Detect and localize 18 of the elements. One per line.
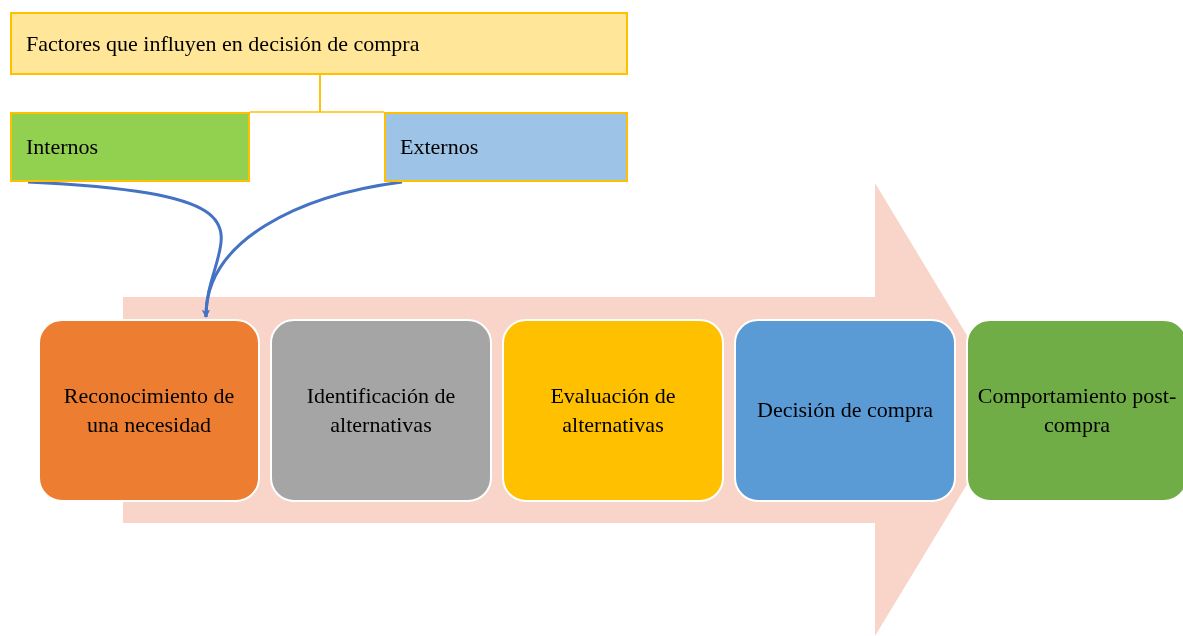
- step-label: Evaluación de alternativas: [549, 381, 677, 439]
- step-label: Comportamiento post-compra: [976, 381, 1178, 439]
- step-label: Decisión de compra: [757, 396, 933, 425]
- category-box: [10, 112, 250, 182]
- connector-line: [319, 74, 385, 113]
- process-step-box: [38, 319, 260, 502]
- process-step-box: [966, 319, 1183, 502]
- step-label: Internos: [26, 134, 99, 160]
- step-label: Factores que influyen en decisión de compra: [26, 30, 420, 57]
- process-step-box: [734, 319, 956, 502]
- curved-arrow: [202, 180, 403, 318]
- process-step-box: [502, 319, 724, 502]
- category-box: [10, 12, 628, 75]
- step-label: Externos: [400, 134, 479, 160]
- step-label: Identificación de alternativas: [305, 381, 457, 439]
- category-box: [384, 112, 628, 182]
- step-label: Reconocimiento de una necesidad: [62, 381, 236, 439]
- process-step-box: [270, 319, 492, 502]
